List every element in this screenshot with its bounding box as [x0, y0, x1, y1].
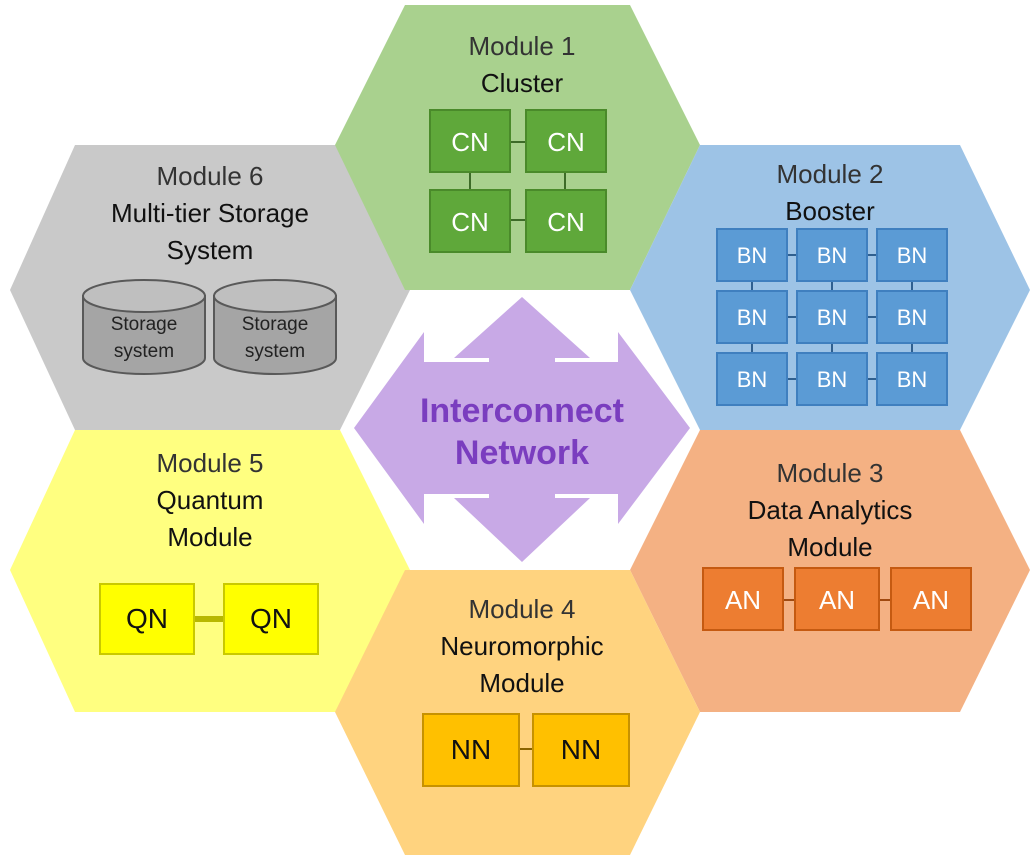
svg-text:BN: BN — [737, 243, 768, 268]
neuromorphic-node: NN — [532, 713, 630, 787]
booster-node: BN — [796, 228, 868, 282]
quantum-node-row: QN QN — [99, 583, 319, 655]
svg-text:BN: BN — [897, 367, 928, 392]
svg-text:AN: AN — [819, 585, 855, 615]
analytics-node: AN — [890, 567, 972, 631]
cluster-node: CN — [525, 109, 607, 173]
booster-node: BN — [876, 352, 948, 406]
module-2-name: Booster — [785, 196, 875, 226]
svg-text:BN: BN — [817, 305, 848, 330]
svg-text:BN: BN — [897, 243, 928, 268]
svg-text:BN: BN — [817, 367, 848, 392]
quantum-node: QN — [223, 583, 319, 655]
booster-node: BN — [876, 228, 948, 282]
neuromorphic-node: NN — [422, 713, 520, 787]
svg-text:AN: AN — [913, 585, 949, 615]
cluster-node: CN — [429, 189, 511, 253]
module-5-name-line2: Module — [167, 522, 252, 552]
module-5-number: Module 5 — [157, 448, 264, 478]
booster-node-grid: BN BN BN BN BN BN BN BN BN — [716, 228, 948, 406]
analytics-node: AN — [702, 567, 784, 631]
booster-node: BN — [716, 290, 788, 344]
analytics-node: AN — [794, 567, 880, 631]
svg-text:CN: CN — [547, 207, 585, 237]
svg-text:system: system — [114, 341, 174, 362]
svg-text:NN: NN — [561, 734, 601, 765]
cluster-node: CN — [429, 109, 511, 173]
cluster-node-grid: CN CN CN CN — [429, 109, 607, 253]
svg-text:CN: CN — [451, 207, 489, 237]
svg-text:system: system — [245, 341, 305, 362]
module-4-name-line1: Neuromorphic — [440, 631, 603, 661]
storage-cylinder: Storage system — [213, 279, 337, 375]
svg-text:BN: BN — [817, 243, 848, 268]
module-5-name-line1: Quantum — [157, 485, 264, 515]
quantum-node: QN — [99, 583, 195, 655]
svg-text:AN: AN — [725, 585, 761, 615]
svg-text:NN: NN — [451, 734, 491, 765]
module-1-hexagon — [335, 5, 700, 290]
svg-text:Storage: Storage — [111, 314, 178, 335]
svg-text:BN: BN — [897, 305, 928, 330]
storage-cylinder: Storage system — [82, 279, 206, 375]
analytics-node-row: AN AN AN — [702, 567, 972, 631]
svg-text:Storage: Storage — [242, 314, 309, 335]
booster-node: BN — [796, 290, 868, 344]
module-3-name-line2: Module — [787, 532, 872, 562]
neuromorphic-node-row: NN NN — [422, 713, 630, 787]
booster-node: BN — [716, 228, 788, 282]
booster-node: BN — [716, 352, 788, 406]
module-3-number: Module 3 — [777, 458, 884, 488]
booster-node: BN — [876, 290, 948, 344]
cluster-node: CN — [525, 189, 607, 253]
svg-text:CN: CN — [451, 127, 489, 157]
svg-text:BN: BN — [737, 305, 768, 330]
network-title-line1: Interconnect — [420, 392, 624, 430]
module-6-number: Module 6 — [157, 161, 264, 191]
svg-text:QN: QN — [250, 603, 292, 634]
svg-text:BN: BN — [737, 367, 768, 392]
svg-text:CN: CN — [547, 127, 585, 157]
interconnect-arrow — [354, 297, 690, 562]
module-6-name-line2: System — [167, 235, 254, 265]
module-1-number: Module 1 — [469, 31, 576, 61]
svg-text:QN: QN — [126, 603, 168, 634]
module-4-number: Module 4 — [469, 594, 576, 624]
network-title-line2: Network — [455, 434, 589, 472]
booster-node: BN — [796, 352, 868, 406]
module-4-name-line2: Module — [479, 668, 564, 698]
module-6-name-line1: Multi-tier Storage — [111, 198, 309, 228]
module-1-name: Cluster — [481, 68, 564, 98]
module-3-name-line1: Data Analytics — [748, 495, 913, 525]
module-2-number: Module 2 — [777, 159, 884, 189]
